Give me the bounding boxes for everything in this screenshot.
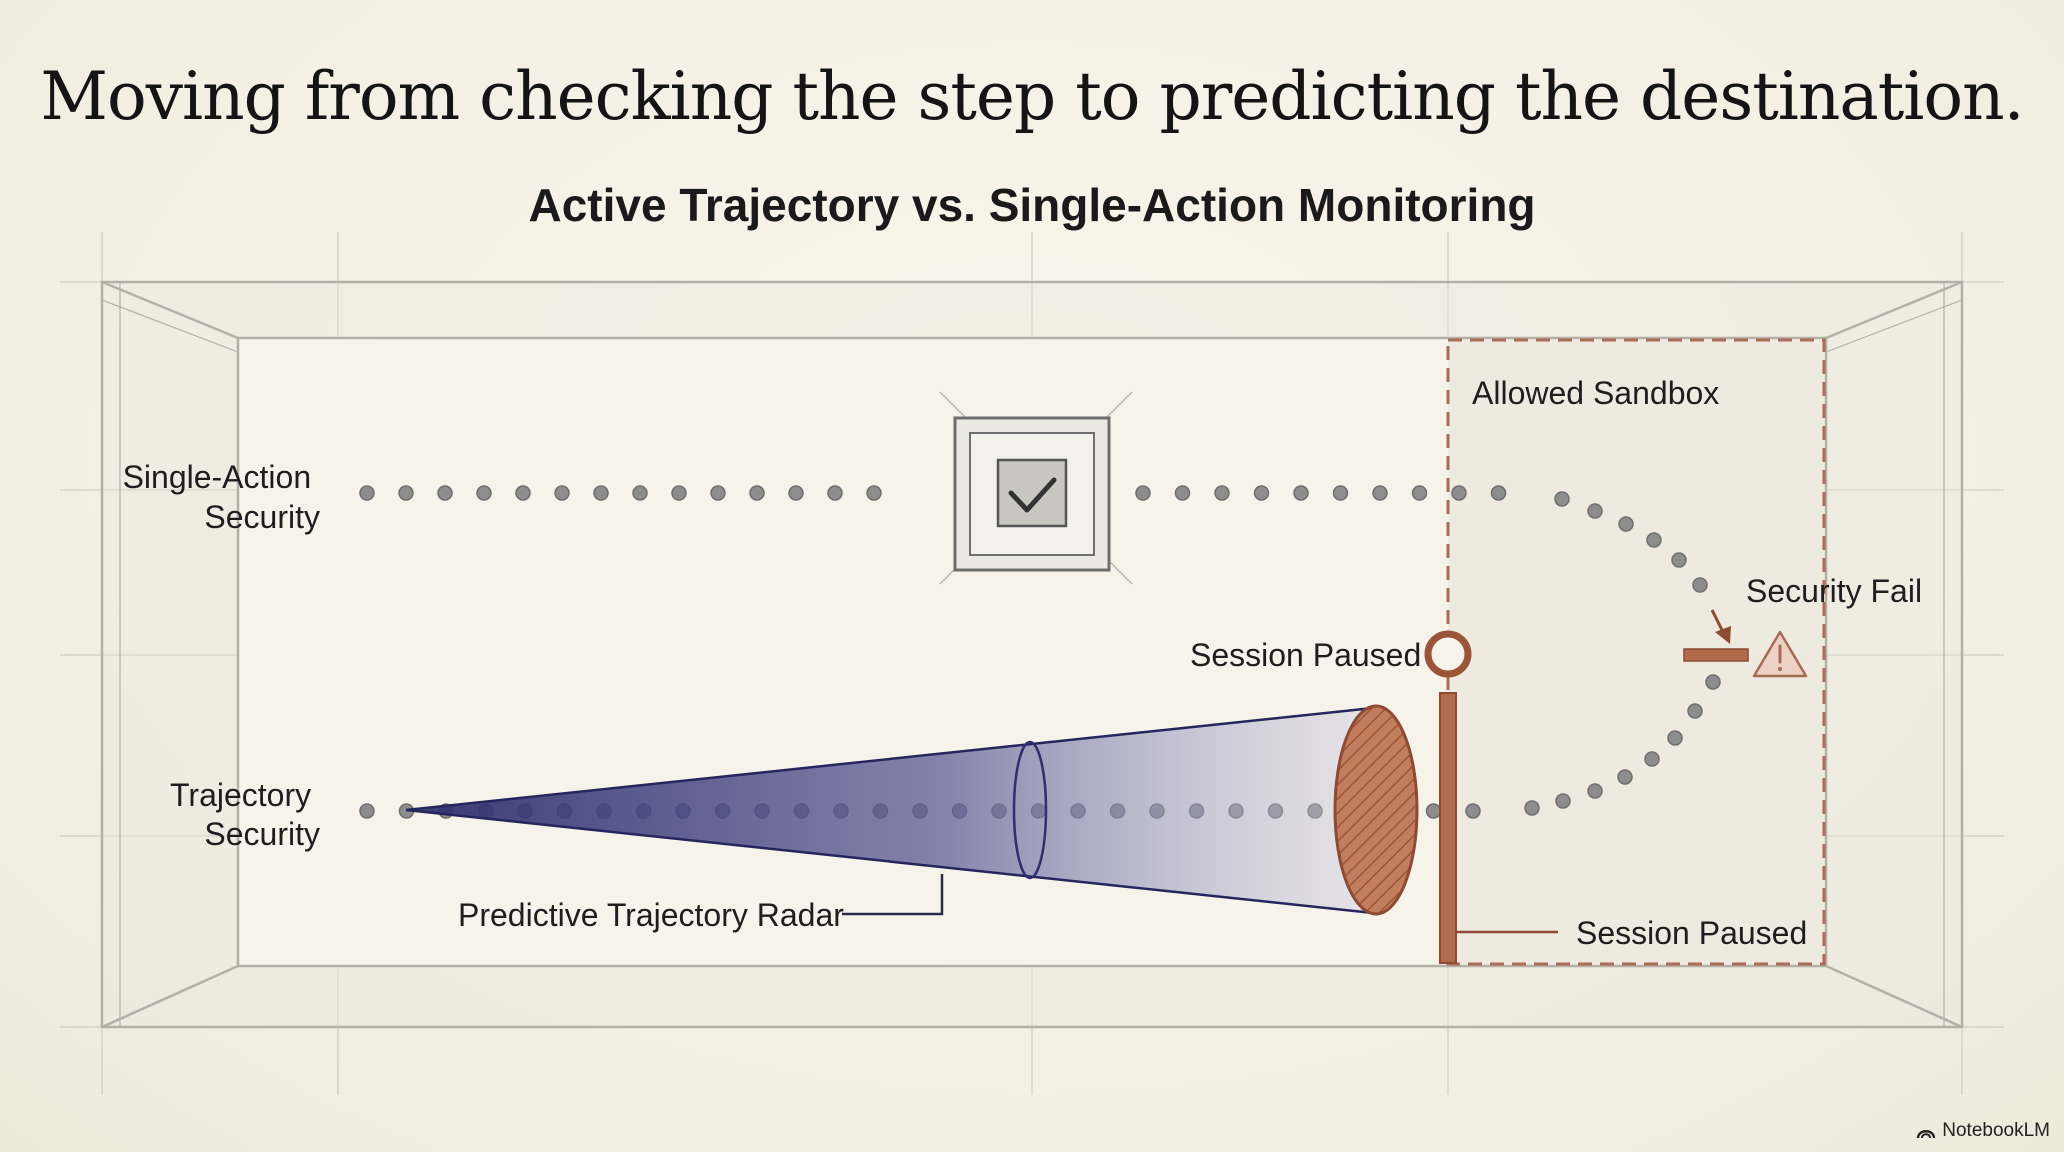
- path-dot: [1135, 485, 1151, 501]
- path-dot: [1555, 793, 1571, 809]
- path-dot: [1671, 552, 1687, 568]
- radar-target-disc: [1333, 704, 1419, 916]
- pause-ring-icon: [1424, 630, 1472, 678]
- path-dot: [1293, 485, 1309, 501]
- path-dot: [1465, 803, 1481, 819]
- single-action-label: Single-Action Security: [123, 459, 320, 535]
- path-dot: [515, 485, 531, 501]
- path-dot: [1490, 485, 1507, 501]
- path-dot: [632, 485, 648, 501]
- path-dot: [1411, 485, 1428, 501]
- path-dot: [1617, 769, 1633, 785]
- path-dot: [1554, 491, 1570, 507]
- path-dot: [359, 803, 375, 819]
- path-dot: [1214, 485, 1230, 501]
- path-dot: [1332, 485, 1349, 501]
- checkpoint-box: [939, 391, 1133, 585]
- checkmark-icon: [1008, 477, 1057, 513]
- subtitle: Active Trajectory vs. Single-Action Moni…: [528, 179, 1536, 231]
- path-dot: [671, 485, 687, 501]
- path-dot: [1587, 503, 1603, 519]
- path-dot: [1425, 803, 1442, 819]
- trajectory-label: Trajectory Security: [170, 777, 320, 852]
- path-dot: [1644, 751, 1660, 767]
- path-dot: [749, 485, 765, 501]
- path-dot: [1174, 485, 1191, 501]
- radar-leader-line: [842, 874, 944, 916]
- path-dot: [1646, 532, 1662, 548]
- path-dot: [1618, 516, 1634, 532]
- single-action-path: [359, 485, 1708, 593]
- headline: Moving from checking the step to predict…: [40, 58, 2024, 135]
- brand-label: NotebookLM: [1942, 1120, 2050, 1141]
- fail-arrow-icon: [1710, 609, 1731, 644]
- path-dot: [476, 485, 492, 501]
- path-dot: [359, 485, 375, 501]
- path-dot: [1687, 703, 1703, 719]
- session-paused-lower-label: Session Paused: [1576, 915, 1807, 951]
- security-fail-label: Security Fail: [1746, 573, 1922, 609]
- path-dot: [1253, 485, 1270, 501]
- path-dot: [593, 485, 609, 501]
- path-dot: [437, 485, 453, 501]
- session-pause-barrier: [1362, 630, 1749, 964]
- path-dot: [788, 485, 804, 501]
- path-dot: [866, 485, 882, 501]
- allowed-sandbox-label: Allowed Sandbox: [1472, 375, 1719, 411]
- brand-badge: NotebookLM: [1916, 1120, 2050, 1142]
- path-dot: [1451, 485, 1467, 501]
- path-dot: [1587, 783, 1603, 799]
- path-dot: [1705, 674, 1721, 690]
- path-dot: [1692, 577, 1708, 593]
- session-paused-upper-label: Session Paused: [1190, 637, 1421, 673]
- path-dot: [710, 485, 726, 501]
- predictive-radar-cone: [405, 704, 1419, 916]
- radar-label: Predictive Trajectory Radar: [458, 897, 844, 933]
- path-dot: [1372, 485, 1388, 501]
- notebooklm-logo-icon: [1917, 1130, 1936, 1139]
- path-dot: [1667, 730, 1683, 746]
- warning-triangle-icon: [1752, 630, 1808, 678]
- path-dot: [398, 485, 414, 501]
- path-dot: [827, 485, 843, 501]
- path-dot: [554, 485, 570, 501]
- path-dot: [1524, 800, 1540, 816]
